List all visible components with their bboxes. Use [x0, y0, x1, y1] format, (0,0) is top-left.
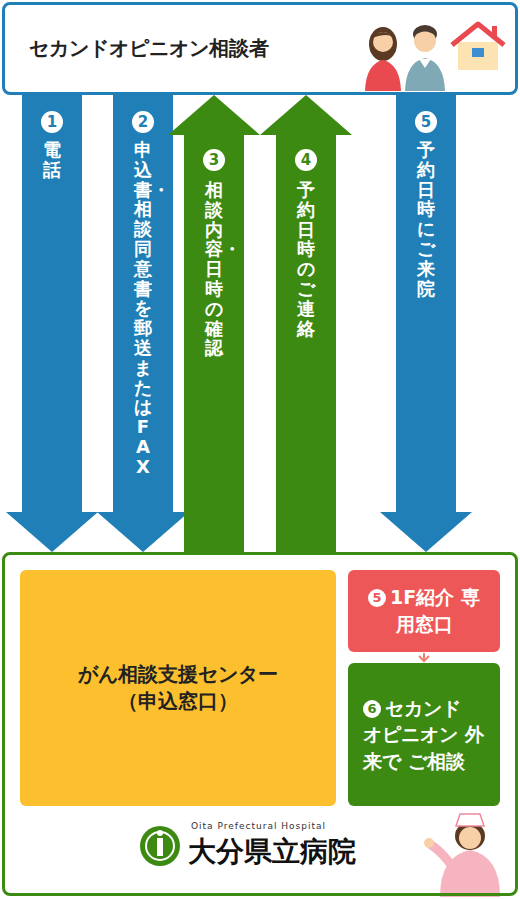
nurse-figure: [424, 814, 500, 897]
client-box: セカンドオピニオン相談者: [2, 2, 518, 95]
house-icon: [452, 24, 504, 70]
outpatient-box: 6セカンド オピニオン 外来で ご相談: [348, 663, 500, 806]
house-wall: [458, 42, 498, 70]
arrow-label: 相談内容・日時の確認: [205, 180, 223, 358]
node-text: がん相談支援センター （申込窓口）: [58, 661, 298, 715]
callout-number: 5: [415, 111, 437, 133]
node-text: セカンドオピニオン相談者: [29, 36, 269, 60]
body: [365, 60, 401, 91]
arrow-head: [419, 656, 429, 661]
text-holder: 6セカンド オピニオン 外来で ご相談: [363, 695, 485, 775]
window: [472, 48, 484, 57]
node-text: Oita Prefectural Hospital: [191, 821, 326, 831]
face: [373, 32, 393, 52]
node-text: セカンド オピニオン 外来で ご相談: [363, 697, 484, 772]
arrow-band: [380, 95, 472, 552]
connector-group: [6, 95, 98, 552]
arm: [430, 844, 452, 866]
node-text: 1F紹介 専用窓口: [390, 586, 480, 635]
logo-circle: [140, 826, 180, 866]
logo-bar: [157, 838, 163, 856]
arrow-label: 申込書・相談同意書を郵送またはFAX: [134, 140, 152, 477]
connector-group: [380, 95, 472, 552]
support-center-box: がん相談支援センター （申込窓口）: [20, 570, 336, 806]
callout-number: 1: [41, 111, 63, 133]
hospital-panel: がん相談支援センター （申込窓口） 51F紹介 専用窓口 6セカンド オピニオン 外…: [2, 552, 518, 896]
arrow-band: [97, 95, 189, 552]
hand: [424, 838, 434, 848]
arrow-band: [168, 95, 260, 552]
node-text: 大分県立病院: [188, 833, 356, 871]
text-holder: 51F紹介 専用窓口: [360, 584, 488, 637]
arrow-band: [6, 95, 98, 552]
callout-number: 5: [368, 589, 386, 607]
hospital-logo-mark: [140, 826, 180, 866]
collar: [419, 59, 431, 68]
callout-number: 4: [295, 149, 317, 171]
arrow-label: 予約日時のご連絡: [297, 180, 315, 338]
connector-group: [260, 95, 352, 552]
text-holder: セカンドオピニオン相談者: [29, 35, 269, 62]
woman-figure: [365, 27, 401, 91]
connector-group: [419, 653, 429, 661]
face: [459, 827, 481, 849]
callout-number: 2: [132, 111, 154, 133]
referral-window-box: 51F紹介 専用窓口: [348, 570, 500, 652]
man-figure: [405, 25, 445, 91]
hair: [369, 27, 397, 61]
bangs: [372, 32, 394, 38]
logo-dot: [157, 830, 163, 836]
cap: [456, 814, 484, 826]
callout-number: 3: [203, 149, 225, 171]
arrow-label: 予約日時にご来院: [417, 140, 435, 298]
text-holder: がん相談支援センター （申込窓口）: [58, 661, 298, 715]
connector-group: [97, 95, 189, 552]
bangs: [414, 27, 436, 36]
arrow-label: 電話: [43, 140, 61, 180]
callout-number: 6: [363, 700, 381, 718]
arrow-band: [260, 95, 352, 552]
connector-group: [168, 95, 260, 552]
roof: [452, 24, 504, 45]
logo-ring: [146, 832, 174, 860]
body: [405, 58, 445, 91]
